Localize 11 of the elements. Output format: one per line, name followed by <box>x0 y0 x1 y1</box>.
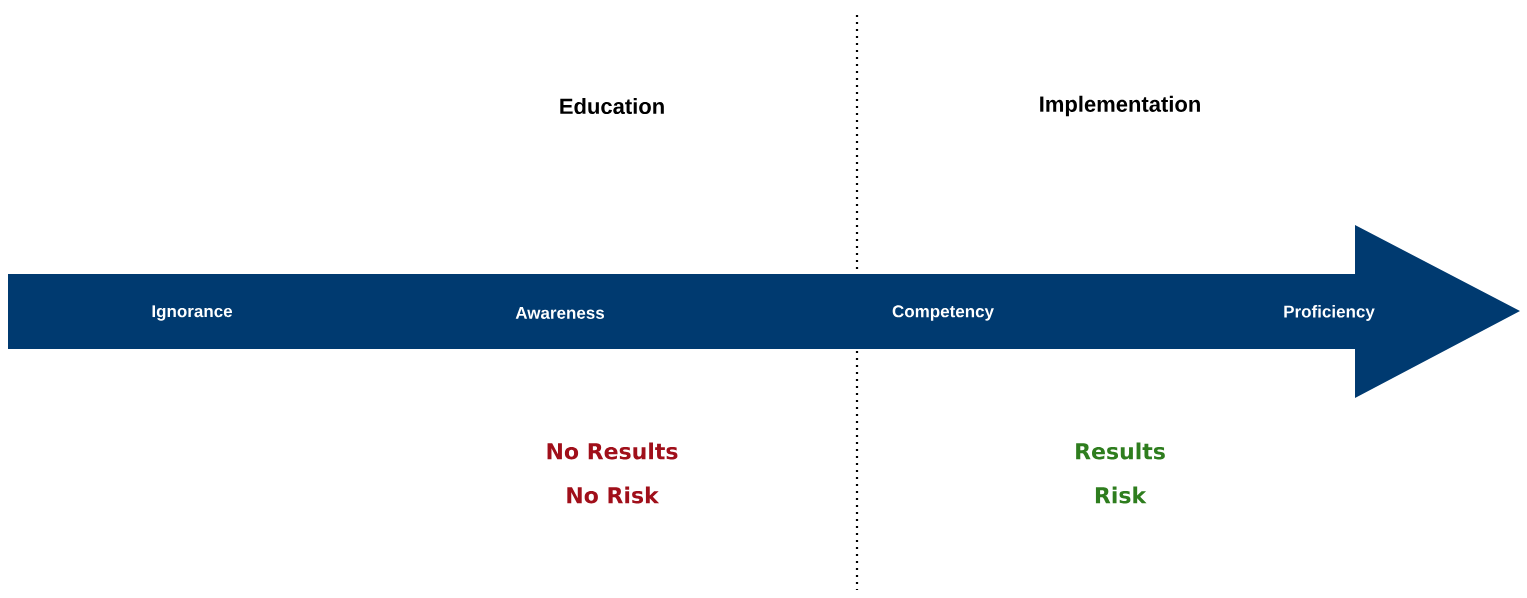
stage-label: Awareness <box>515 307 605 319</box>
outcome-label: Results <box>1076 442 1165 460</box>
outcome-label: No Risk <box>567 486 660 504</box>
arrow-band <box>8 225 1520 398</box>
phase-heading: Implementation <box>1040 95 1200 117</box>
outcome-label: No Results <box>547 442 678 460</box>
stage-label: Competency <box>892 305 994 321</box>
outcome-label: Risk <box>1095 486 1147 504</box>
phase-heading: Education <box>560 97 664 115</box>
stage-label: Proficiency <box>1284 305 1375 321</box>
stage-label: Ignorance <box>152 305 233 321</box>
